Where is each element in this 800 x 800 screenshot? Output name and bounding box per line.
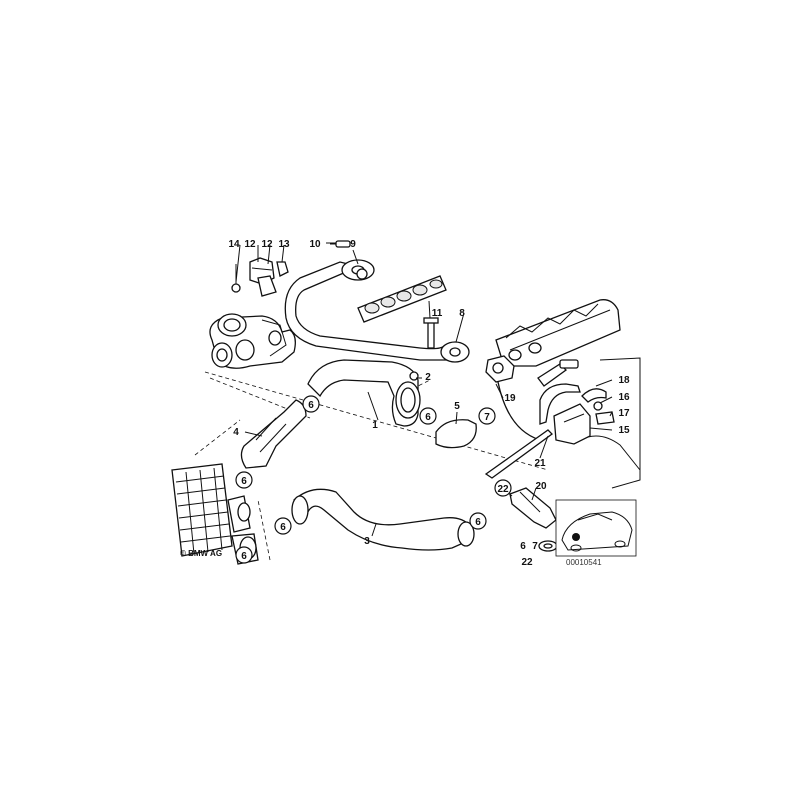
intake-manifold-illustration — [495, 299, 641, 489]
part-number-2: 2 — [425, 372, 431, 383]
part-number-19: 19 — [504, 393, 516, 404]
part-number-9: 9 — [350, 239, 356, 250]
part-number-11: 11 — [432, 308, 443, 319]
ref-circle-6a — [302, 395, 320, 413]
part-number-13: 13 — [278, 239, 290, 250]
diagram-id: 00010541 — [566, 558, 602, 567]
vacuum-line-illustration — [484, 359, 615, 479]
part-number-22b: 22 — [521, 557, 533, 568]
turbocharger-illustration — [209, 313, 296, 369]
charge-air-hose-illustration — [291, 488, 475, 551]
gasket-row-illustration — [357, 275, 447, 323]
ref-circle-6b — [419, 407, 437, 425]
clamp-parts-illustration — [231, 257, 289, 297]
ref-label-22a: 22 — [497, 484, 509, 495]
part-number-7b: 7 — [532, 541, 538, 552]
circled-references: 6 6 7 6 6 6 6 22 — [235, 395, 512, 564]
part-number-21: 21 — [534, 458, 546, 469]
ref-label-6b: 6 — [425, 412, 431, 423]
ref-circle-6e — [469, 512, 487, 530]
part-number-12b: 12 — [261, 239, 273, 250]
part-number-4: 4 — [233, 427, 239, 438]
part-number-6g: 6 — [520, 541, 526, 552]
filter-illustration — [509, 487, 558, 552]
ref-label-7a: 7 — [484, 412, 490, 423]
pipe-assembly-illustration — [284, 240, 470, 363]
part-number-20: 20 — [535, 481, 547, 492]
part-number-12a: 12 — [244, 239, 256, 250]
part-numbers: 14 12 12 13 10 9 11 8 2 5 1 4 3 19 18 16… — [228, 239, 630, 568]
ref-label-6d: 6 — [280, 522, 286, 533]
location-marker-dot — [572, 533, 580, 541]
part-number-10: 10 — [309, 239, 321, 250]
hose-piece-illustration — [435, 419, 477, 449]
part-number-1: 1 — [372, 420, 378, 431]
vehicle-location-thumbnail — [555, 499, 637, 557]
ref-circle-22a — [494, 479, 512, 497]
part-number-8: 8 — [459, 308, 465, 319]
part-number-18: 18 — [618, 375, 630, 386]
ref-circle-6f — [235, 546, 253, 564]
ref-label-6f: 6 — [241, 551, 247, 562]
part-number-15: 15 — [618, 425, 630, 436]
pressure-pipe-illustration — [307, 359, 421, 427]
part-number-16: 16 — [618, 392, 630, 403]
ref-label-6e: 6 — [475, 517, 481, 528]
control-valve-illustration — [485, 355, 549, 441]
ref-circle-6c — [235, 471, 253, 489]
ref-circle-7a — [478, 407, 496, 425]
turbo-hose-illustration — [240, 399, 307, 469]
ref-label-6a: 6 — [308, 400, 314, 411]
bolt-illustration — [423, 317, 439, 349]
part-number-14: 14 — [228, 239, 240, 250]
ref-circle-6d — [274, 517, 292, 535]
part-number-5: 5 — [454, 401, 460, 412]
copyright-notice: © BMW AG — [180, 549, 222, 558]
ref-label-6c: 6 — [241, 476, 247, 487]
part-number-3: 3 — [364, 536, 370, 547]
part-number-17: 17 — [618, 408, 630, 419]
